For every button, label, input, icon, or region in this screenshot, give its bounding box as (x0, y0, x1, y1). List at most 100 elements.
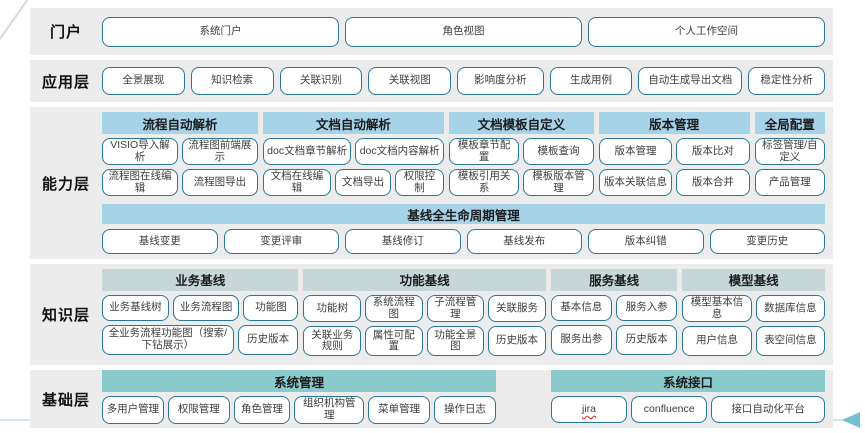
item-button[interactable]: 版本比对 (676, 138, 750, 165)
item-button[interactable]: 菜单管理 (368, 396, 431, 424)
item-button[interactable]: 功能图 (243, 294, 299, 321)
item-button[interactable]: 历史版本 (237, 324, 299, 355)
item-label: 全业务流程功能图（搜索/下钻展示） (108, 327, 228, 351)
layer-application: 应用层 全景展现知识检索关联识别关联视图影响度分析生成用例自动生成导出文档稳定性… (30, 60, 833, 102)
item-button[interactable]: 多用户管理 (102, 396, 164, 424)
item-button[interactable]: 组织机构管理 (294, 396, 365, 424)
item-label: 基本信息 (560, 301, 603, 314)
item-button[interactable]: 关联识别 (279, 67, 363, 95)
item-button[interactable]: 模板引用关系 (448, 169, 520, 197)
item-button[interactable]: 属性可配置 (365, 326, 423, 357)
item-button[interactable]: 操作日志 (434, 396, 496, 424)
item-button[interactable]: 关联服务 (488, 294, 546, 323)
button-row: 版本关联信息版本合并 (598, 169, 750, 196)
group-系统管理: 系统管理多用户管理权限管理角色管理组织机构管理菜单管理操作日志 (102, 370, 496, 427)
item-button[interactable]: 服务出参 (550, 324, 613, 355)
item-button[interactable]: 产品管理 (754, 169, 826, 197)
item-button[interactable]: 知识检索 (190, 67, 274, 95)
item-button[interactable]: 文档导出 (334, 169, 392, 197)
button-row: 服务出参历史版本 (550, 324, 678, 355)
item-label: 基线变更 (138, 234, 181, 247)
item-label: 流程图导出 (193, 175, 247, 188)
item-button[interactable]: 版本纠错 (588, 229, 704, 254)
item-button[interactable]: 版本合并 (676, 169, 750, 196)
button-row: 模板引用关系模板版本管理 (448, 169, 594, 197)
item-label: 菜单管理 (378, 403, 421, 416)
layer-content: 系统门户角色视图个人工作空间 (102, 8, 833, 55)
item-button[interactable]: 关联视图 (368, 67, 452, 95)
group-header: 基线全生命周期管理 (102, 204, 825, 224)
item-button[interactable]: 标签管理/自定义 (754, 138, 826, 166)
item-button[interactable]: 子流程管理 (426, 294, 485, 323)
item-button[interactable]: 系统流程图 (365, 294, 423, 323)
item-button[interactable]: doc文档内容解析 (355, 138, 444, 165)
item-button[interactable]: 基本信息 (550, 294, 613, 321)
item-button[interactable]: 基线修订 (345, 229, 461, 254)
item-button[interactable]: 接口自动化平台 (711, 396, 825, 424)
layer-content: 全景展现 知识检索关联识别关联视图影响度分析 生成用例 自动生成导出文档稳定性分析 (102, 60, 833, 102)
item-label: 功能全景图 (434, 328, 477, 353)
item-label: 关联服务 (495, 301, 538, 314)
item-button[interactable]: 文档在线编辑 (262, 169, 331, 197)
item-button[interactable]: 模板章节配置 (448, 138, 520, 166)
item-button[interactable]: 功能全景图 (426, 326, 485, 357)
item-button[interactable]: 流程图前端展示 (181, 138, 258, 166)
item-button[interactable]: 个人工作空间 (588, 16, 825, 47)
button-row: VISIO导入解析流程图前端展示 (102, 138, 258, 166)
item-button[interactable]: 系统门户 (102, 16, 339, 47)
item-button[interactable]: 流程图导出 (181, 169, 258, 197)
item-button[interactable]: doc文档章节解析 (262, 138, 352, 165)
item-button[interactable]: confluence (631, 396, 708, 424)
item-button[interactable]: 业务基线树 (102, 294, 169, 321)
item-button[interactable]: 角色管理 (233, 396, 291, 424)
item-button[interactable]: 稳定性分析 (748, 67, 825, 95)
item-button[interactable]: 基线发布 (466, 229, 582, 254)
item-button[interactable]: 权限控制 (395, 169, 444, 197)
item-button[interactable]: jira (550, 396, 628, 424)
item-label: 生成用例 (570, 74, 613, 87)
item-button[interactable]: 变更评审 (223, 229, 339, 254)
item-button[interactable]: 全景展现 (102, 67, 185, 95)
item-button[interactable]: 关联业务规则 (303, 326, 362, 357)
item-button[interactable]: 模板查询 (523, 138, 594, 166)
item-button[interactable]: 流程图在线编辑 (102, 169, 178, 197)
item-button[interactable]: 权限管理 (167, 396, 230, 424)
item-button[interactable]: 历史版本 (488, 326, 546, 357)
item-button[interactable]: 全业务流程功能图（搜索/下钻展示） (102, 324, 234, 355)
item-label: 模型基本信息 (690, 295, 744, 320)
item-button[interactable]: 基线变更 (102, 229, 218, 254)
item-button[interactable]: 模板版本管理 (523, 169, 594, 197)
item-button[interactable]: VISIO导入解析 (102, 138, 178, 166)
group-功能基线: 功能基线功能树系统流程图子流程管理关联服务关联业务规则属性可配置功能全景图历史版… (303, 268, 546, 360)
group-header: 版本管理 (598, 112, 750, 134)
item-label: 系统流程图 (372, 295, 415, 320)
item-button[interactable]: 服务入参 (616, 294, 678, 321)
item-button[interactable]: 版本关联信息 (598, 169, 673, 196)
item-label: 服务出参 (560, 333, 603, 346)
item-button[interactable]: 变更历史 (709, 229, 825, 254)
item-label: 全景展现 (122, 74, 165, 87)
button-row: 用户信息表空间信息 (682, 326, 825, 357)
layer-label: 基础层 (41, 391, 90, 409)
layer-portal: 门户 系统门户角色视图个人工作空间 (30, 8, 833, 55)
groups-row: 业务基线业务基线树业务流程图功能图全业务流程功能图（搜索/下钻展示）历史版本功能… (102, 268, 825, 360)
item-label: 产品管理 (768, 175, 811, 188)
item-button[interactable]: 模型基本信息 (682, 294, 752, 323)
item-button[interactable]: 自动生成导出文档 (638, 67, 743, 95)
item-button[interactable]: 影响度分析 (457, 67, 544, 95)
item-button[interactable]: 数据库信息 (755, 294, 825, 323)
item-label: doc文档内容解析 (359, 144, 440, 157)
item-button[interactable]: 历史版本 (616, 324, 678, 355)
button-row: 业务基线树业务流程图功能图 (102, 294, 299, 321)
item-button[interactable]: 版本管理 (598, 138, 673, 165)
item-button[interactable]: 业务流程图 (172, 294, 240, 321)
item-label: 模板章节配置 (457, 139, 511, 163)
item-button[interactable]: 用户信息 (682, 326, 752, 357)
item-label: 标签管理/自定义 (762, 139, 818, 163)
item-button[interactable]: 表空间信息 (755, 326, 825, 357)
item-button[interactable]: 功能树 (303, 294, 362, 323)
button-row: 功能树系统流程图子流程管理关联服务 (303, 294, 546, 323)
item-button[interactable]: 角色视图 (345, 16, 582, 47)
item-button[interactable]: 生成用例 (549, 67, 633, 95)
